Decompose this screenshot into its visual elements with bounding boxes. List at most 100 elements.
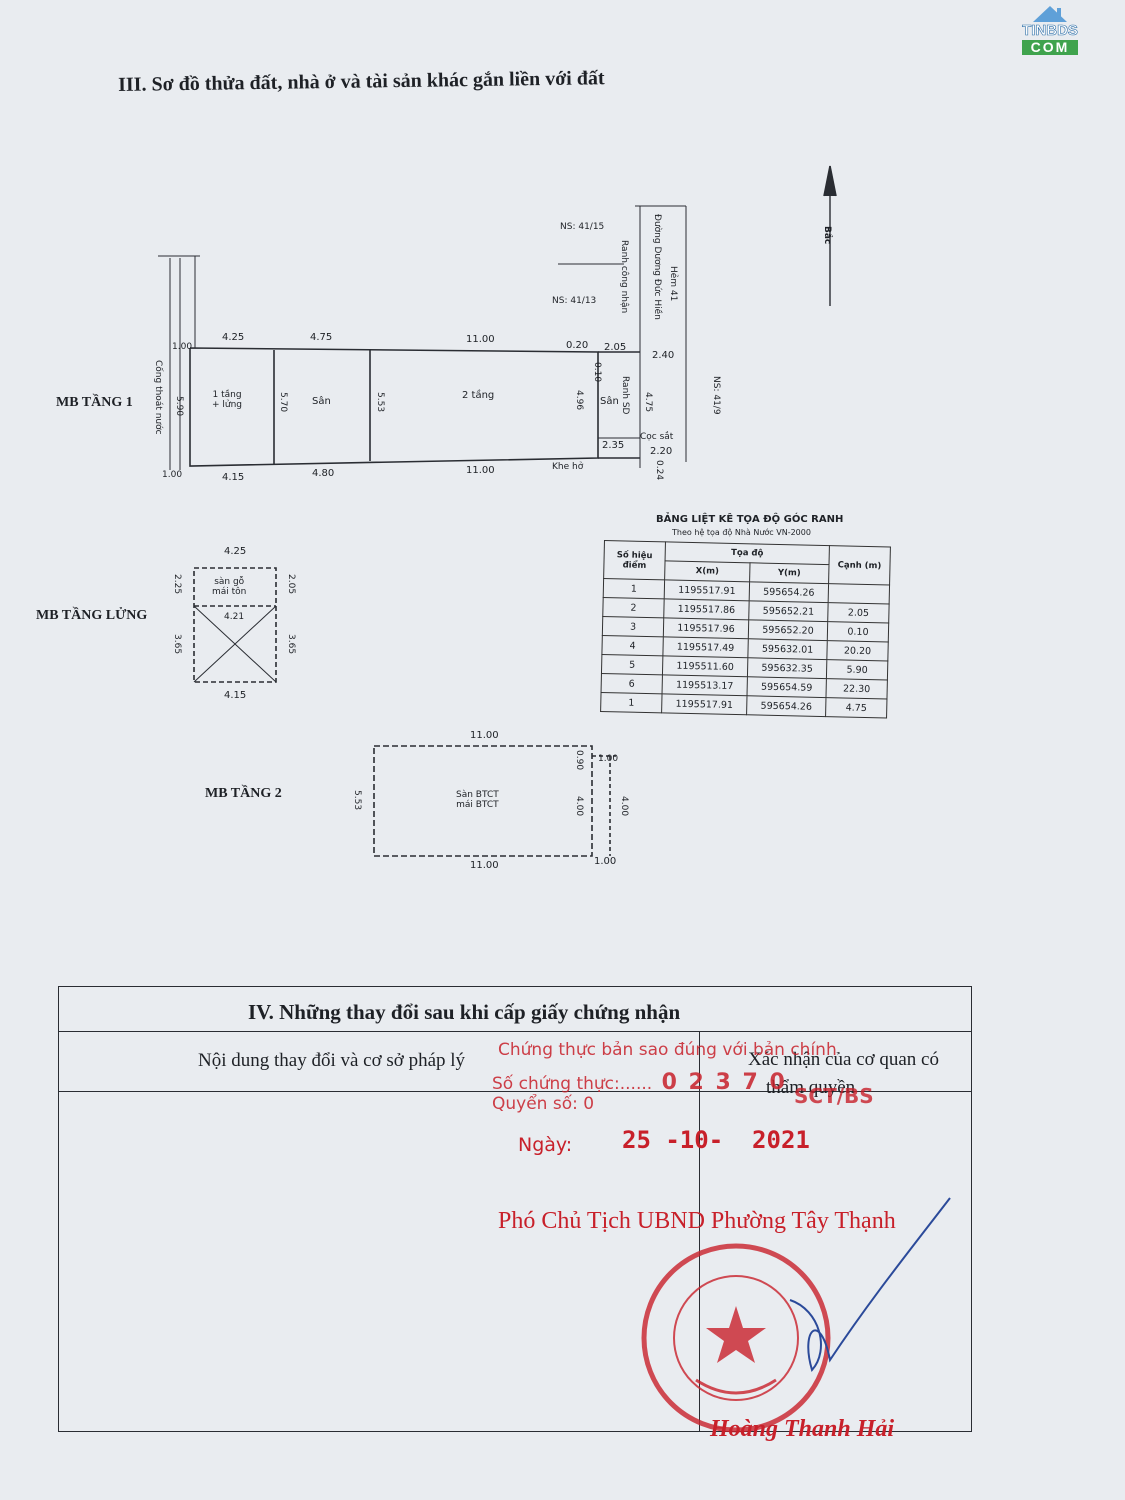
cell: 2: [602, 597, 665, 618]
cert-book-label: Quyển số: 0: [492, 1094, 595, 1114]
cell: 2.05: [827, 602, 890, 623]
dim-label: 1.00: [162, 470, 183, 480]
dim-label: 3.65: [286, 634, 296, 655]
coord-table: Số hiệu điểm Tọa độ Cạnh (m) X(m) Y(m) 1…: [600, 540, 891, 718]
dim-label: 5.53: [375, 392, 385, 413]
section-4-title: IV. Những thay đổi sau khi cấp giấy chứn…: [248, 1000, 681, 1024]
street-note: Ranh công nhận: [619, 240, 629, 314]
cell: 595652.20: [748, 619, 828, 641]
street-note: Ranh SD: [620, 376, 630, 415]
col-header: Y(m): [749, 562, 829, 584]
dim-label: 0.20: [566, 340, 589, 351]
cell: 5.90: [826, 659, 888, 680]
signature-mark: [789, 1197, 951, 1372]
street-note: Cống thoát nước: [153, 360, 163, 435]
floor2-label: MB TẦNG 2: [205, 786, 282, 801]
dim-label: 1.00: [172, 342, 193, 352]
room-label: Sân: [600, 396, 619, 407]
dim-label: 4.00: [619, 796, 629, 817]
dim-label: 0.90: [574, 750, 584, 771]
dim-label: 0.10: [592, 362, 602, 383]
dim-label: 4.21: [224, 612, 245, 622]
dim-label: 11.00: [466, 334, 495, 345]
dim-label: 2.20: [650, 446, 673, 457]
col-header: Số hiệu điểm: [603, 540, 666, 580]
dim-label: 4.15: [224, 690, 247, 701]
cell: 4: [601, 635, 664, 656]
cell: 595654.59: [747, 676, 827, 698]
house-icon: [1033, 6, 1067, 22]
street-note: Hẻm 41: [668, 266, 678, 302]
dim-label: 1.00: [594, 856, 617, 867]
cell: 595652.21: [748, 600, 829, 622]
official-seal: [641, 1243, 831, 1433]
cell: 4.75: [825, 697, 887, 718]
dim-label: 4.75: [310, 332, 333, 343]
cert-date-value: 25 -10- 2021: [622, 1126, 810, 1154]
mezzanine-label: MB TẦNG LỬNG: [36, 608, 148, 623]
cert-book-code: SCT/BS: [794, 1084, 874, 1108]
floor2-outline: [373, 745, 593, 857]
seal-text: UBND PHƯỜNG TÂY THẠNH Q. TÂN PHÚ: [664, 1262, 665, 1263]
street-note: NS: 41/9: [711, 376, 721, 415]
dim-label: 0.24: [654, 460, 664, 481]
street-note: Cọc sắt: [640, 432, 674, 442]
cell: 3: [602, 616, 664, 637]
cell: 595654.26: [746, 695, 826, 717]
dim-label: 3.65: [172, 634, 182, 655]
cell: 1195513.17: [662, 674, 748, 696]
street-note: NS: 41/15: [560, 222, 605, 232]
street-note: Khe hở: [552, 462, 584, 472]
dim-label: 5.53: [352, 790, 362, 811]
dim-label: 4.80: [312, 468, 335, 479]
dim-label: 4.15: [222, 472, 245, 483]
signer-name: Hoàng Thanh Hải: [710, 1416, 895, 1442]
dim-label: 4.75: [643, 392, 653, 413]
cell: 1195517.91: [661, 693, 748, 715]
cert-stamp-line2: Số chứng thực:...... 0 2 3 7 0: [492, 1070, 787, 1095]
watermark-text-2: COM: [1022, 40, 1078, 55]
cell: 22.30: [825, 678, 888, 699]
mezzanine-outline: [193, 567, 277, 683]
cell: 1195517.91: [664, 579, 750, 601]
dim-label: 11.00: [470, 860, 499, 871]
cell: 5: [601, 654, 663, 675]
room-label: 2 tầng: [462, 390, 495, 401]
floor1-label: MB TẦNG 1: [56, 395, 133, 410]
star-icon: [706, 1306, 766, 1363]
watermark-logo: TINBDS COM: [1018, 4, 1082, 64]
dim-label: 4.96: [574, 390, 584, 411]
room-label: Sân: [312, 396, 331, 407]
dim-label: 4.00: [574, 796, 584, 817]
cell: 595632.01: [747, 638, 828, 660]
dim-label: 2.05: [286, 574, 296, 595]
cell: 1: [600, 692, 663, 713]
col-header: X(m): [664, 560, 751, 582]
room-label: 1 tầng + lửng: [212, 390, 243, 410]
cert-number-label: Số chứng thực:......: [492, 1074, 653, 1094]
floor1-outline: [189, 347, 599, 467]
north-label: Bắc: [822, 226, 832, 245]
dim-label: 2.35: [602, 440, 625, 451]
room-label: sàn gỗ mái tôn: [212, 577, 247, 597]
dim-label: 2.25: [172, 574, 182, 595]
dim-label: 11.00: [466, 465, 495, 476]
cell: [828, 583, 890, 604]
cell: 595654.26: [749, 581, 829, 603]
cell: 20.20: [826, 640, 889, 661]
dim-label: 11.00: [470, 730, 499, 741]
dim-label: 5.90: [174, 396, 184, 417]
section-4-col2-header: Xác nhận của cơ quan có thẩm quyền: [748, 1049, 939, 1098]
cell: 595632.35: [747, 657, 827, 679]
cell: 1195517.86: [663, 598, 750, 620]
dim-label: 4.25: [224, 546, 247, 557]
cert-number-value: 0 2 3 7 0: [661, 1070, 787, 1095]
cell: 1195517.49: [662, 636, 749, 658]
room-label: Sàn BTCT mái BTCT: [456, 790, 499, 810]
cell: 1195511.60: [662, 655, 748, 677]
dim-label: 2.40: [652, 350, 675, 361]
cell: 6: [601, 673, 663, 694]
dim-label: 2.05: [604, 342, 627, 353]
dim-label: 4.25: [222, 332, 245, 343]
